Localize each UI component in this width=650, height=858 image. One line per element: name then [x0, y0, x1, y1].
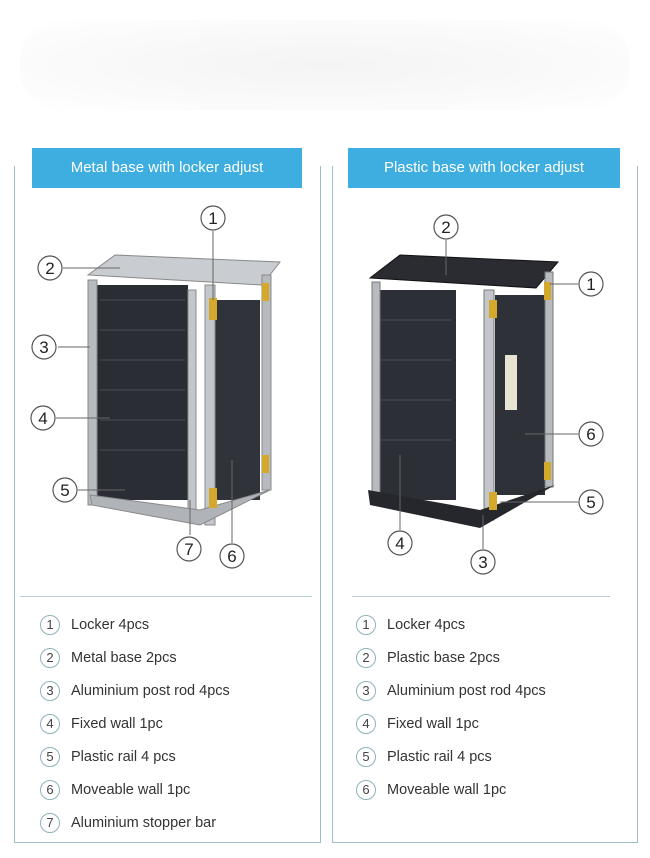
left-callouts: 1 2 3 4 5 6 7 [30, 205, 245, 569]
item-number: 1 [356, 614, 376, 635]
plastic-base-rack-image [368, 254, 560, 528]
item-number: 4 [356, 713, 376, 734]
item-label: Plastic rail 4 pcs [387, 748, 492, 765]
item-number: 7 [40, 812, 60, 833]
right-panel-title: Plastic base with locker adjust [348, 148, 620, 188]
item-label: Aluminium post rod 4pcs [71, 682, 230, 699]
right-divider [352, 596, 610, 597]
list-item: 5 Plastic rail 4 pcs [356, 740, 546, 773]
svg-text:3: 3 [39, 338, 48, 357]
left-panel-title: Metal base with locker adjust [32, 148, 302, 188]
list-item: 6 Moveable wall 1pc [356, 773, 546, 806]
metal-base-rack-image [86, 254, 281, 526]
item-label: Plastic base 2pcs [387, 649, 500, 666]
right-panel-frame [332, 166, 638, 843]
svg-text:6: 6 [586, 425, 595, 444]
svg-text:2: 2 [45, 259, 54, 278]
svg-text:4: 4 [395, 534, 404, 553]
item-label: Locker 4pcs [71, 616, 150, 633]
list-item: 2 Plastic base 2pcs [356, 641, 546, 674]
right-callouts: 2 1 6 5 4 3 [387, 214, 604, 575]
svg-text:1: 1 [586, 275, 595, 294]
list-item: 4 Fixed wall 1pc [356, 707, 546, 740]
item-number: 3 [40, 680, 60, 701]
list-item: 1 Locker 4pcs [356, 608, 546, 641]
svg-text:3: 3 [478, 553, 487, 572]
list-item: 7 Aluminium stopper bar [40, 806, 230, 839]
item-number: 5 [356, 746, 376, 767]
svg-text:7: 7 [184, 540, 193, 559]
item-number: 6 [356, 779, 376, 800]
top-background-fade [20, 20, 630, 110]
item-label: Fixed wall 1pc [71, 715, 163, 732]
item-number: 4 [40, 713, 60, 734]
svg-text:6: 6 [227, 547, 236, 566]
item-label: Plastic rail 4 pcs [71, 748, 176, 765]
item-number: 2 [356, 647, 376, 668]
list-item: 2 Metal base 2pcs [40, 641, 230, 674]
item-number: 2 [40, 647, 60, 668]
svg-text:1: 1 [208, 209, 217, 228]
left-divider [20, 596, 312, 597]
item-label: Aluminium stopper bar [71, 814, 217, 831]
item-label: Fixed wall 1pc [387, 715, 479, 732]
list-item: 5 Plastic rail 4 pcs [40, 740, 230, 773]
svg-text:5: 5 [586, 493, 595, 512]
item-number: 3 [356, 680, 376, 701]
list-item: 3 Aluminium post rod 4pcs [40, 674, 230, 707]
list-item: 4 Fixed wall 1pc [40, 707, 230, 740]
item-label: Moveable wall 1pc [387, 781, 507, 798]
item-number: 6 [40, 779, 60, 800]
item-label: Moveable wall 1pc [71, 781, 191, 798]
item-number: 1 [40, 614, 60, 635]
list-item: 6 Moveable wall 1pc [40, 773, 230, 806]
item-number: 5 [40, 746, 60, 767]
item-label: Aluminium post rod 4pcs [387, 682, 546, 699]
rack-illustrations: 1 2 3 4 5 6 7 2 1 6 5 4 3 [30, 205, 604, 575]
svg-text:4: 4 [38, 409, 47, 428]
item-label: Metal base 2pcs [71, 649, 177, 666]
item-label: Locker 4pcs [387, 616, 466, 633]
right-parts-list: 1 Locker 4pcs 2 Plastic base 2pcs 3 Alumini… [356, 608, 546, 806]
list-item: 3 Aluminium post rod 4pcs [356, 674, 546, 707]
svg-text:5: 5 [60, 481, 69, 500]
left-panel-frame [14, 166, 321, 843]
svg-text:2: 2 [441, 218, 450, 237]
list-item: 1 Locker 4pcs [40, 608, 230, 641]
